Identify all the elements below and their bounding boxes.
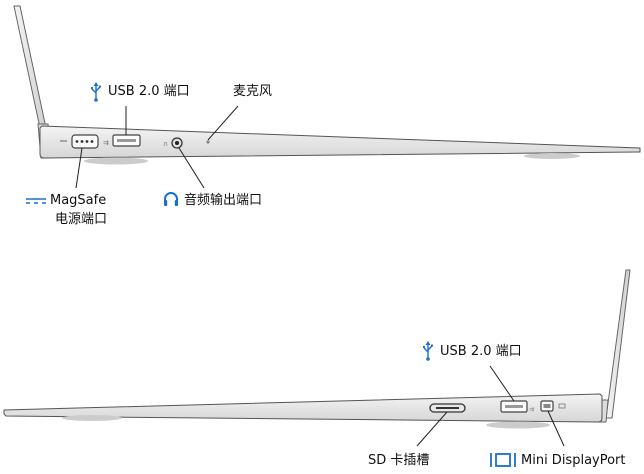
magsafe-port-pins [75, 140, 94, 143]
usb-port-right-tongue [505, 405, 523, 408]
mini-displayport-mark [558, 403, 566, 409]
left-lid [13, 5, 47, 129]
usb-port-left-tongue [117, 139, 136, 142]
magsafe-icon [26, 198, 46, 204]
left-side-view: ⇉ ∩ [13, 5, 641, 206]
microphone-label: 麦克风 [233, 84, 273, 99]
microphone-hole [206, 140, 210, 144]
magsafe-leader [75, 147, 83, 189]
right-foot-shadow-2 [486, 421, 550, 429]
sd-leader [416, 411, 448, 447]
displayport-label: Mini DisplayPort [521, 453, 626, 468]
usb-label-right: USB 2.0 端口 [440, 344, 522, 359]
usb-icon [91, 82, 102, 102]
left-foot-shadow [84, 157, 148, 165]
usb-port-right-mark: ⇉ [529, 406, 534, 413]
usb-label-left: USB 2.0 端口 [108, 84, 190, 99]
headphone-icon [164, 192, 178, 206]
displayport-icon [490, 453, 516, 467]
headphone-jack-mark: ∩ [163, 140, 168, 148]
headphone-jack-hole [175, 141, 179, 145]
right-lid [605, 269, 631, 419]
headphone-label: 音频输出端口 [184, 193, 263, 208]
headphone-leader [178, 147, 205, 189]
right-foot-shadow [62, 415, 122, 421]
displayport-leader [547, 410, 565, 447]
magsafe-label-line2: 电源端口 [55, 212, 108, 227]
mic-leader [207, 105, 239, 141]
usb-icon [423, 341, 434, 361]
right-body [3, 393, 603, 423]
usb-port-mark: ⇉ [103, 139, 109, 147]
magsafe-port [71, 134, 99, 149]
magsafe-label-line1: MagSafe [50, 193, 107, 208]
sd-slot-label: SD 卡插槽 [368, 453, 430, 468]
left-foot-shadow-2 [524, 153, 580, 159]
left-body [39, 125, 641, 159]
sd-card-slot-opening [436, 407, 459, 409]
mini-displayport-port-inner [543, 404, 551, 408]
right-side-view: ⇉ [3, 269, 631, 467]
usb-right-leader [489, 365, 515, 402]
